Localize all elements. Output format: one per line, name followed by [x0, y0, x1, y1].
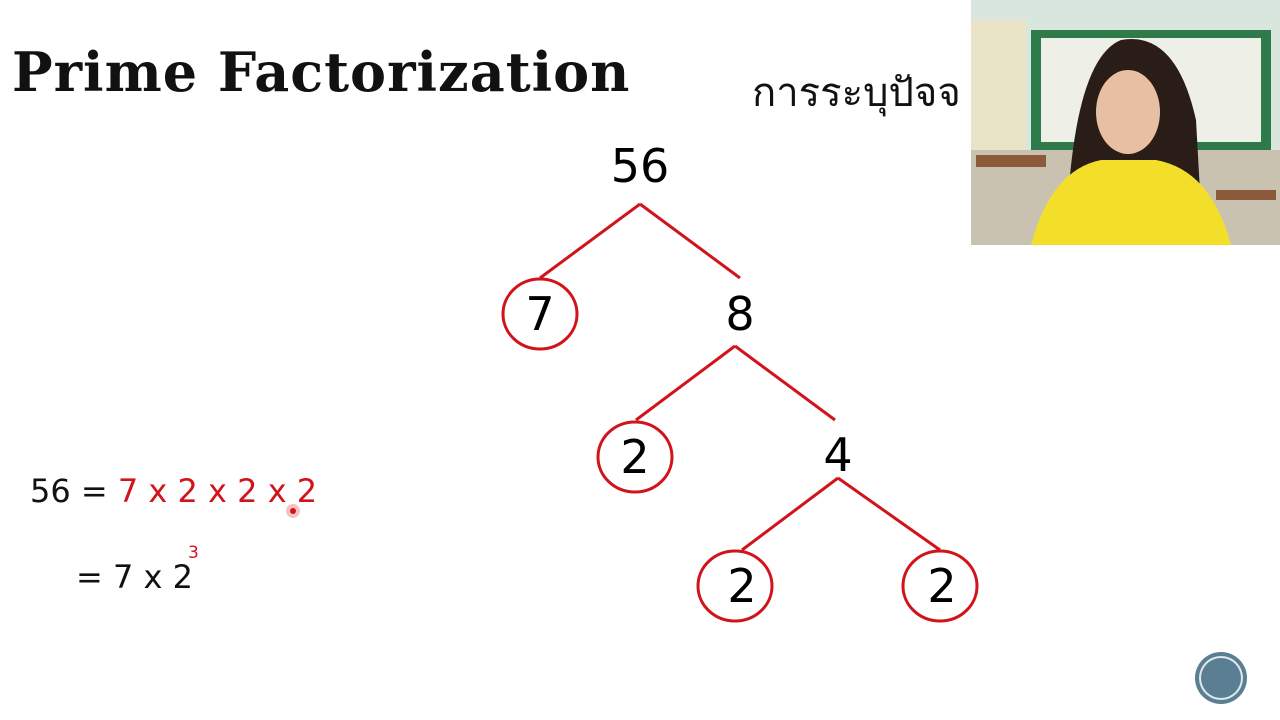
branch-line [635, 344, 736, 422]
prime-circle [596, 420, 674, 494]
equation-line-2: = 7 x 2 [76, 558, 193, 596]
presenter-video [971, 0, 1280, 245]
tree-node-2: 2 [620, 430, 649, 484]
branch-line [734, 344, 836, 422]
prime-circle [901, 549, 979, 623]
tree-node-2-right: 2 [927, 559, 956, 613]
slide-title: Prime Factorization [12, 40, 631, 104]
branch-line [539, 202, 641, 280]
tree-root: 56 [611, 139, 670, 193]
slide-nav-button[interactable] [1199, 656, 1243, 700]
pointer-cursor [286, 504, 300, 518]
equation-exponent: 3 [188, 543, 199, 563]
tree-node-7: 7 [525, 287, 554, 341]
branch-line [837, 476, 941, 552]
branch-line [741, 476, 839, 552]
tree-node-2-left: 2 [727, 559, 756, 613]
branch-line [639, 202, 741, 280]
prime-circle [501, 277, 579, 351]
equation-rhs: 7 x 2 x 2 x 2 [117, 472, 318, 510]
webcam-overlay [971, 0, 1280, 245]
equation-lhs: 56 = [30, 472, 108, 510]
tree-node-8: 8 [725, 287, 754, 341]
prime-circle [696, 549, 774, 623]
slide-subtitle-thai: การระบุปัจจ [752, 70, 961, 116]
tree-node-4: 4 [823, 428, 852, 482]
equation-line-1: 56 = 7 x 2 x 2 x 2 [30, 472, 317, 510]
